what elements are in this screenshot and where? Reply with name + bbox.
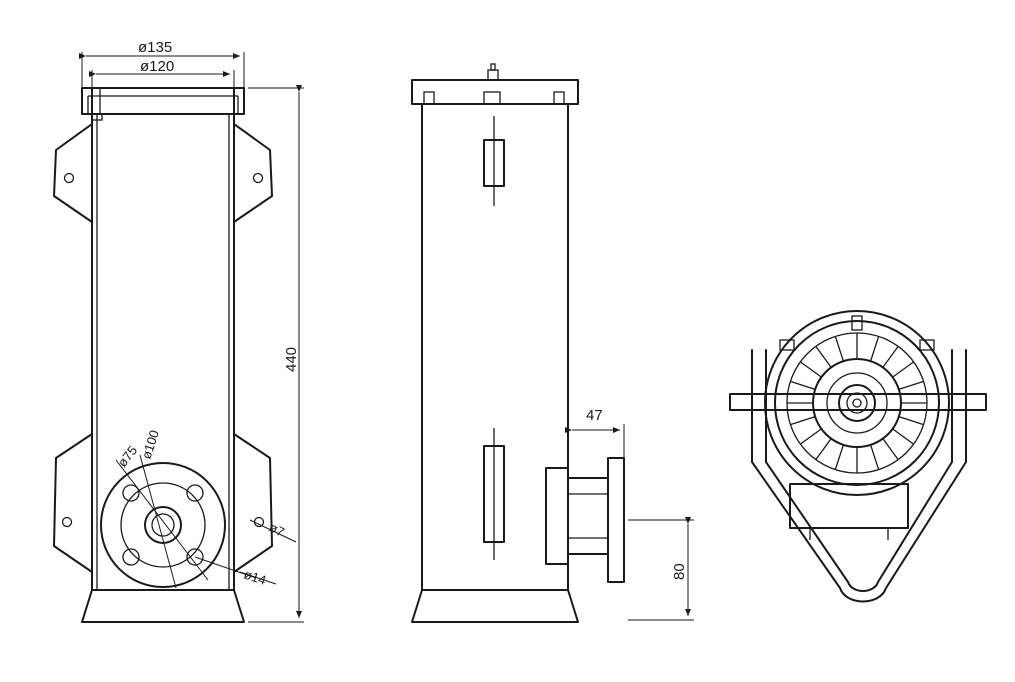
hanging-loop-inner [765,461,953,592]
dim-outlet-offset: 47 [586,407,603,424]
dim-height: 440 [283,347,300,372]
fan-rib [815,345,832,368]
fan-rib [799,428,822,445]
dim-hole-7: ø7 [267,519,287,539]
fan-rib [882,345,899,368]
fan-rib [815,438,832,461]
upper-right-bracket [233,123,273,223]
dim-outlet-height: 80 [671,563,688,580]
lower-right-bracket [233,433,273,573]
fan-rib [898,415,924,426]
fan-rib [799,361,822,378]
fan-rib [790,380,816,391]
top-view [729,310,987,603]
side-base [411,589,579,623]
fan-rib [834,444,845,470]
side-dimensions: 47 80 [565,407,694,621]
fan-grill [764,310,950,496]
front-view [53,87,273,623]
dim-outer-diameter: ø135 [138,39,172,56]
dim-bolt-circle-100: ø100 [139,428,162,461]
crossbar [729,393,987,411]
fan-rib [869,336,880,362]
front-base [81,589,245,623]
fan-rib [834,336,845,362]
hanging-loop-outer [751,461,967,603]
outlet-flange [607,457,625,583]
upper-sight-window [483,139,505,187]
fan-rib [898,380,924,391]
dim-bolt-circle-75: ø75 [115,443,141,470]
front-top-cap [81,87,245,115]
side-view [411,63,625,623]
lower-left-bracket [53,433,93,573]
outlet-flange-face [100,454,226,589]
front-dimensions: ø135 ø120 440 ø100 ø75 ø14 ø7 [79,39,304,623]
lower-sight-window [483,445,505,543]
fan-rib [869,444,880,470]
fan-rib [892,428,915,445]
fan-rib [882,438,899,461]
upper-left-bracket [53,123,93,223]
outlet-pipe [567,477,609,555]
front-body [91,87,235,591]
dim-hole-14: ø14 [242,567,268,588]
dim-inner-diameter: ø120 [140,58,174,75]
fan-rib [790,415,816,426]
outlet-collar [545,467,569,565]
fan-rib [892,361,915,378]
